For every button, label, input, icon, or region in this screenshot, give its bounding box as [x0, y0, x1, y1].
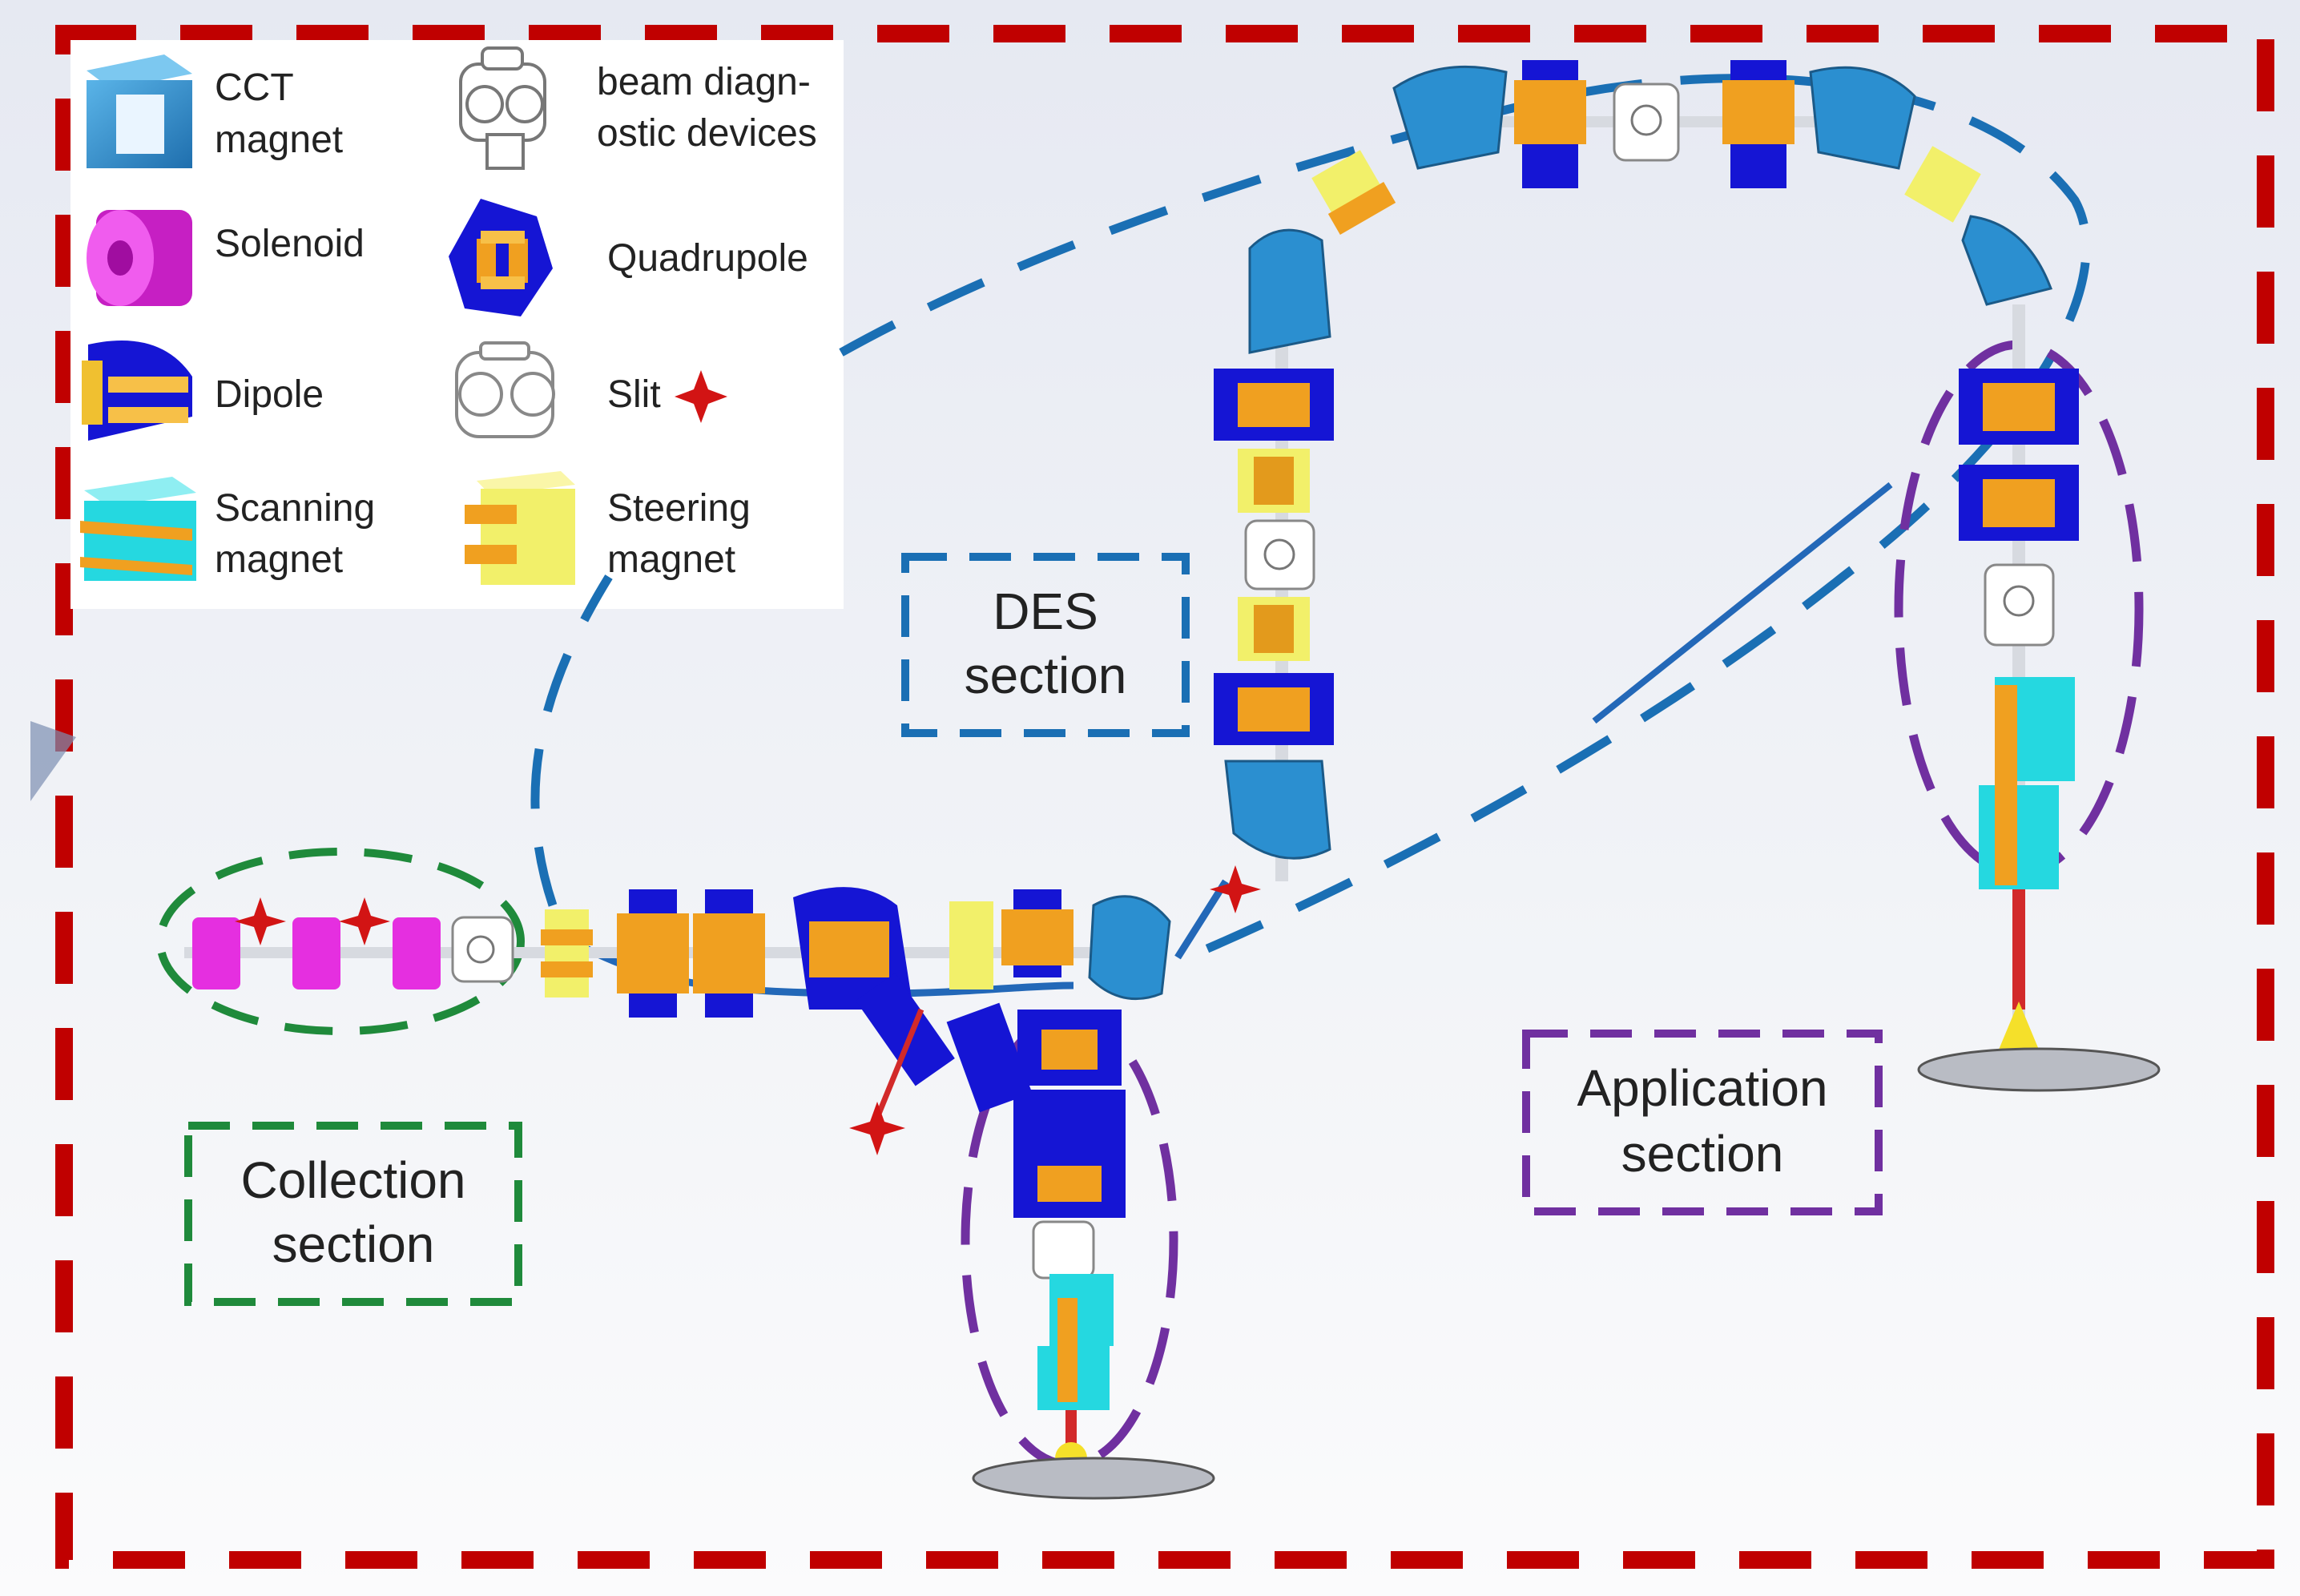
slit-star-icon	[675, 370, 727, 423]
des-section-outline	[530, 74, 2091, 966]
slit-marker	[235, 897, 286, 945]
slit-marker	[849, 1102, 905, 1155]
legend-cct-label: CCT magnet	[215, 66, 343, 161]
legend-panel: CCT magnet beam diagn- ostic devices Sol…	[70, 40, 844, 609]
application-label-line2: section	[1621, 1125, 1784, 1183]
collection-beamline	[184, 887, 1171, 1018]
collection-section-outline	[156, 848, 525, 1035]
solenoid-icon	[87, 210, 192, 306]
quadrupole-icon	[449, 199, 553, 316]
legend-quadrupole-label: Quadrupole	[607, 237, 808, 280]
application-column-bottom	[856, 973, 1215, 1500]
slit-marker	[1210, 865, 1261, 913]
cct-magnet-icon	[87, 54, 192, 168]
legend-beam-diag-label: beam diagn- ostic devices	[597, 61, 821, 155]
collection-section-label: Collection section	[184, 1122, 522, 1306]
legend-slit-label: Slit	[607, 373, 661, 416]
application-section-label: Application section	[1522, 1030, 1883, 1215]
legend-dipole-label: Dipole	[215, 373, 324, 416]
dipole-icon	[82, 341, 192, 441]
slit-markers	[235, 865, 1261, 1155]
beam-diagnostic-devices-icon	[459, 46, 546, 170]
des-beamline-column	[1214, 228, 1334, 881]
side-beam-line	[874, 1008, 924, 1119]
des-label-line2: section	[965, 647, 1127, 704]
legend-steering-label: Steering magnet	[607, 487, 761, 581]
des-section-label: DES section	[901, 553, 1190, 737]
patient-right	[1917, 1047, 2161, 1092]
scanning-magnet-icon	[80, 477, 196, 581]
outer-frame	[55, 25, 2274, 1569]
legend-scanning-label: Scanning magnet	[215, 487, 386, 581]
steering-magnet-icon	[465, 471, 575, 585]
application-column-right	[1917, 304, 2161, 1092]
edge-triangle	[30, 721, 76, 801]
collection-label-line1: Collection	[240, 1151, 465, 1209]
des-top-arc	[1311, 60, 2052, 306]
application-label-line1: Application	[1577, 1059, 1827, 1117]
slit-marker	[339, 897, 390, 945]
legend-background	[70, 40, 844, 609]
patient-bottom	[972, 1457, 1215, 1500]
collection-label-line2: section	[272, 1215, 435, 1273]
slit-icon	[455, 341, 555, 438]
beam-path-diagonal	[1592, 482, 1893, 724]
legend-solenoid-label: Solenoid	[215, 223, 365, 265]
des-label-line1: DES	[993, 582, 1098, 640]
